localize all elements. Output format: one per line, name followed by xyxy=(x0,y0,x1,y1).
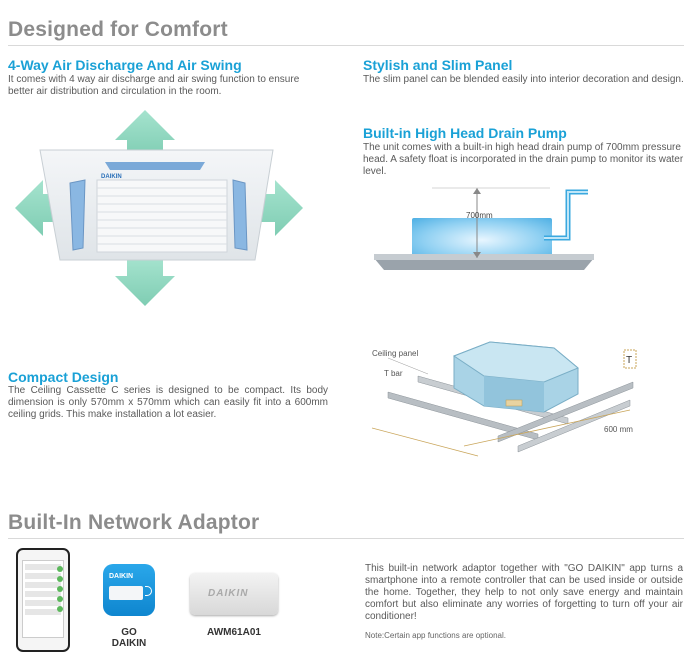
panel-heading: Stylish and Slim Panel xyxy=(363,57,513,73)
arrow-right-icon xyxy=(255,180,303,236)
arrow-down-icon xyxy=(115,258,175,306)
pump-heading: Built-in High Head Drain Pump xyxy=(363,125,567,141)
compact-heading: Compact Design xyxy=(8,369,119,385)
app-icon-logo: DAIKIN xyxy=(109,573,134,580)
cassette-brand-logo: DAIKIN xyxy=(101,174,122,180)
compact-text: The Ceiling Cassette C series is designe… xyxy=(8,385,328,420)
tbar-label: T bar xyxy=(384,369,403,378)
go-daikin-app-icon: DAIKIN xyxy=(103,564,155,616)
adaptor-caption: AWM61A01 xyxy=(207,627,261,638)
arrow-up-icon xyxy=(115,110,175,158)
drain-pump-illustration: 700mm xyxy=(374,187,594,270)
panel-text: The slim panel can be blended easily int… xyxy=(363,74,684,85)
section-divider-2 xyxy=(8,538,684,539)
section-divider xyxy=(8,45,684,46)
airswing-heading: 4-Way Air Discharge And Air Swing xyxy=(8,57,242,73)
ceiling-panel-label: Ceiling panel xyxy=(372,349,418,358)
section-title-comfort: Designed for Comfort xyxy=(8,18,228,41)
cassette-airflow-illustration: DAIKIN xyxy=(15,110,303,306)
go-daikin-caption: GO DAIKIN xyxy=(111,627,147,649)
ac-unit-icon xyxy=(109,586,143,600)
grid-width-label: 600 mm xyxy=(604,425,633,434)
network-adaptor-text: This built-in network adaptor together w… xyxy=(365,563,683,622)
adaptor-logo: DAIKIN xyxy=(208,588,249,599)
network-adaptor-image: DAIKIN xyxy=(190,573,278,615)
pump-height-label: 700mm xyxy=(466,211,493,220)
airswing-text: It comes with 4 way air discharge and ai… xyxy=(8,74,300,97)
wifi-icon xyxy=(145,586,152,596)
pump-text: The unit comes with a built-in high head… xyxy=(363,142,684,177)
smartphone-image xyxy=(16,548,70,652)
t-section-label: T xyxy=(626,355,632,366)
section-title-network: Built-In Network Adaptor xyxy=(8,511,260,534)
ceiling-grid-illustration: Ceiling panel T bar T 600 mm xyxy=(371,341,637,457)
app-functions-note: Note:Certain app functions are optional. xyxy=(365,631,506,640)
